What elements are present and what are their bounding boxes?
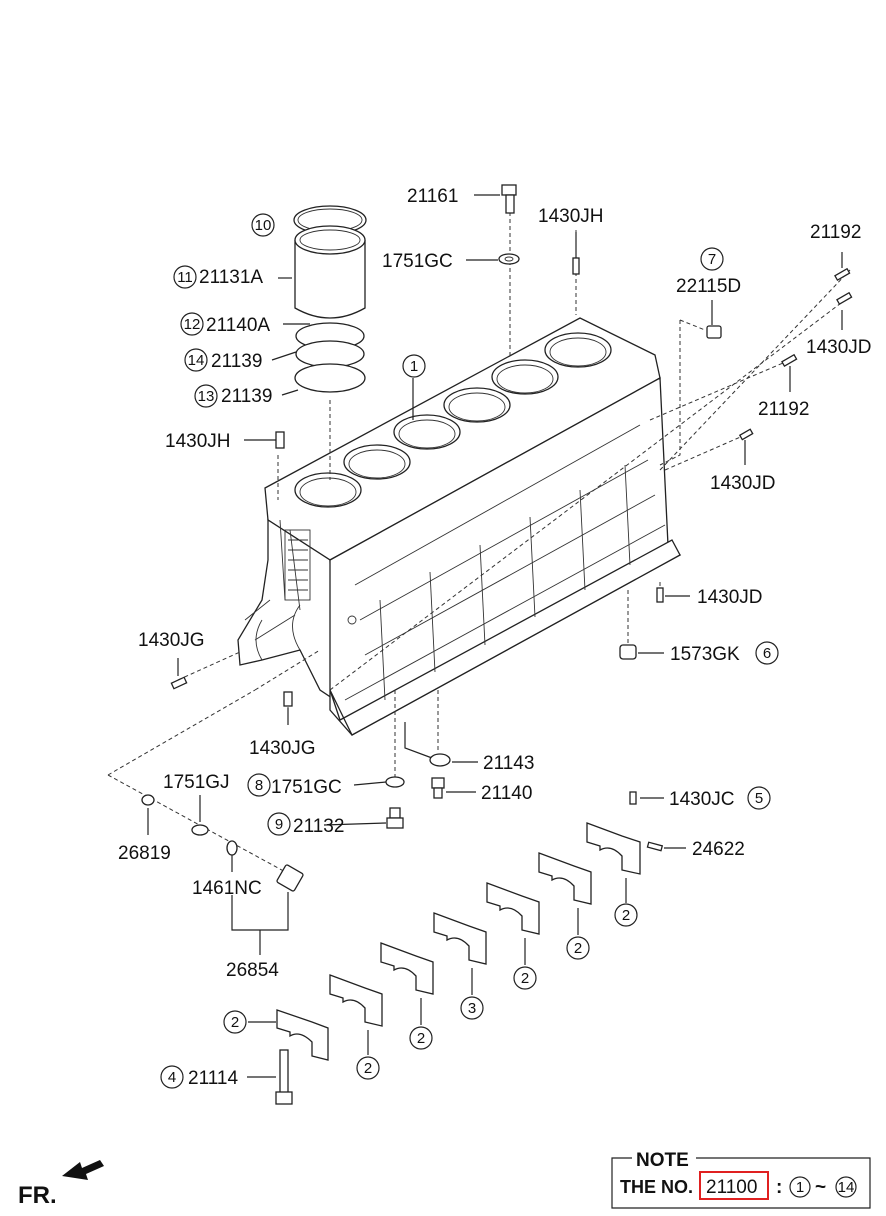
ref-circle-1: 1 xyxy=(402,354,426,378)
note-prefix: THE NO. xyxy=(620,1177,693,1197)
svg-text:3: 3 xyxy=(468,1000,476,1017)
svg-text:2: 2 xyxy=(574,940,582,957)
ref-circle-3: 3 xyxy=(460,996,484,1020)
label-24622: 24622 xyxy=(692,839,745,860)
svg-text:1: 1 xyxy=(410,358,418,375)
bearing-caps xyxy=(276,822,641,1061)
ref-circle-10: 10 xyxy=(251,213,275,237)
note-range-start: 1 xyxy=(796,1179,804,1196)
svg-text:7: 7 xyxy=(708,251,716,268)
ref-circle-14: 14 xyxy=(184,348,208,372)
ref-circle-13: 13 xyxy=(194,384,218,408)
small-parts xyxy=(141,184,853,1105)
label-21139-b: 21139 xyxy=(221,386,272,407)
note-highlight-box xyxy=(699,1171,769,1200)
svg-text:12: 12 xyxy=(184,316,201,333)
label-1430jd-c: 1430JD xyxy=(697,587,763,608)
label-26819: 26819 xyxy=(118,843,171,864)
solid-leaders xyxy=(147,194,843,1078)
label-21192-b: 21192 xyxy=(758,399,809,420)
front-direction: FR. xyxy=(18,1160,104,1209)
front-label: FR. xyxy=(18,1182,57,1209)
note-tilde: ~ xyxy=(815,1177,826,1198)
label-1430jg-a: 1430JG xyxy=(138,630,205,651)
ref-circle-2a: 2 xyxy=(223,1010,247,1034)
label-21192-a: 21192 xyxy=(810,222,861,243)
ref-circle-8: 8 xyxy=(247,773,271,797)
leader-lines xyxy=(107,205,851,881)
ref-circle-2b: 2 xyxy=(356,1056,380,1080)
label-1430jd-a: 1430JD xyxy=(806,337,872,358)
svg-text:4: 4 xyxy=(168,1069,176,1086)
svg-text:13: 13 xyxy=(198,388,215,405)
svg-text:2: 2 xyxy=(417,1030,425,1047)
label-21132: 21132 xyxy=(293,816,344,837)
svg-text:14: 14 xyxy=(188,352,205,369)
liner-and-rings xyxy=(293,205,367,393)
circled-refs: 10 11 12 14 13 1 7 6 8 9 5 4 2 2 2 3 2 2… xyxy=(160,213,779,1089)
note-number: 21100 xyxy=(706,1177,757,1198)
svg-text:11: 11 xyxy=(177,269,193,286)
note-box: NOTE THE NO. 21100 : 1 ~ 14 xyxy=(611,1150,871,1209)
note-colon: : xyxy=(776,1177,782,1198)
label-26854: 26854 xyxy=(226,960,279,981)
svg-text:2: 2 xyxy=(364,1060,372,1077)
label-21140: 21140 xyxy=(481,783,532,804)
label-1751gc-b: 1751GC xyxy=(271,777,342,798)
label-1573gk: 1573GK xyxy=(670,644,740,665)
ref-circle-2f: 2 xyxy=(614,903,638,927)
label-21114: 21114 xyxy=(188,1068,238,1089)
svg-text:8: 8 xyxy=(255,777,263,794)
label-1751gj: 1751GJ xyxy=(163,772,230,793)
ref-circle-2e: 2 xyxy=(566,936,590,960)
label-1430jh-left: 1430JH xyxy=(165,431,231,452)
label-1751gc-top: 1751GC xyxy=(382,251,453,272)
part-labels: 21161 1430JH 1751GC 21192 22115D 1430JD … xyxy=(118,186,872,1089)
svg-text:10: 10 xyxy=(255,217,272,234)
front-arrow-icon xyxy=(62,1160,104,1180)
label-1430jd-b: 1430JD xyxy=(710,473,776,494)
label-21140a: 21140A xyxy=(206,315,270,336)
ref-circle-11: 11 xyxy=(173,265,197,289)
ref-circle-12: 12 xyxy=(180,312,204,336)
label-22115d: 22115D xyxy=(676,276,741,297)
note-title: NOTE xyxy=(636,1150,689,1171)
ref-circle-7: 7 xyxy=(700,247,724,271)
ref-circle-5: 5 xyxy=(747,786,771,810)
label-1430jc: 1430JC xyxy=(669,789,735,810)
label-21139-a: 21139 xyxy=(211,351,262,372)
ref-circle-9: 9 xyxy=(267,812,291,836)
ref-circle-2c: 2 xyxy=(409,1026,433,1050)
label-21131a: 21131A xyxy=(199,267,263,288)
label-1461nc: 1461NC xyxy=(192,878,262,899)
engine-block xyxy=(237,317,682,736)
label-21143: 21143 xyxy=(483,753,534,774)
label-21161: 21161 xyxy=(407,186,458,207)
svg-text:5: 5 xyxy=(755,790,763,807)
svg-text:2: 2 xyxy=(521,970,529,987)
ref-circle-2d: 2 xyxy=(513,966,537,990)
label-1430jg-b: 1430JG xyxy=(249,738,316,759)
label-1430jh-top: 1430JH xyxy=(538,206,604,227)
svg-text:6: 6 xyxy=(763,645,771,662)
svg-text:2: 2 xyxy=(622,907,630,924)
ref-circle-4: 4 xyxy=(160,1065,184,1089)
note-range-end: 14 xyxy=(838,1179,855,1196)
svg-text:2: 2 xyxy=(231,1014,239,1031)
svg-text:9: 9 xyxy=(275,816,283,833)
ref-circle-6: 6 xyxy=(755,641,779,665)
